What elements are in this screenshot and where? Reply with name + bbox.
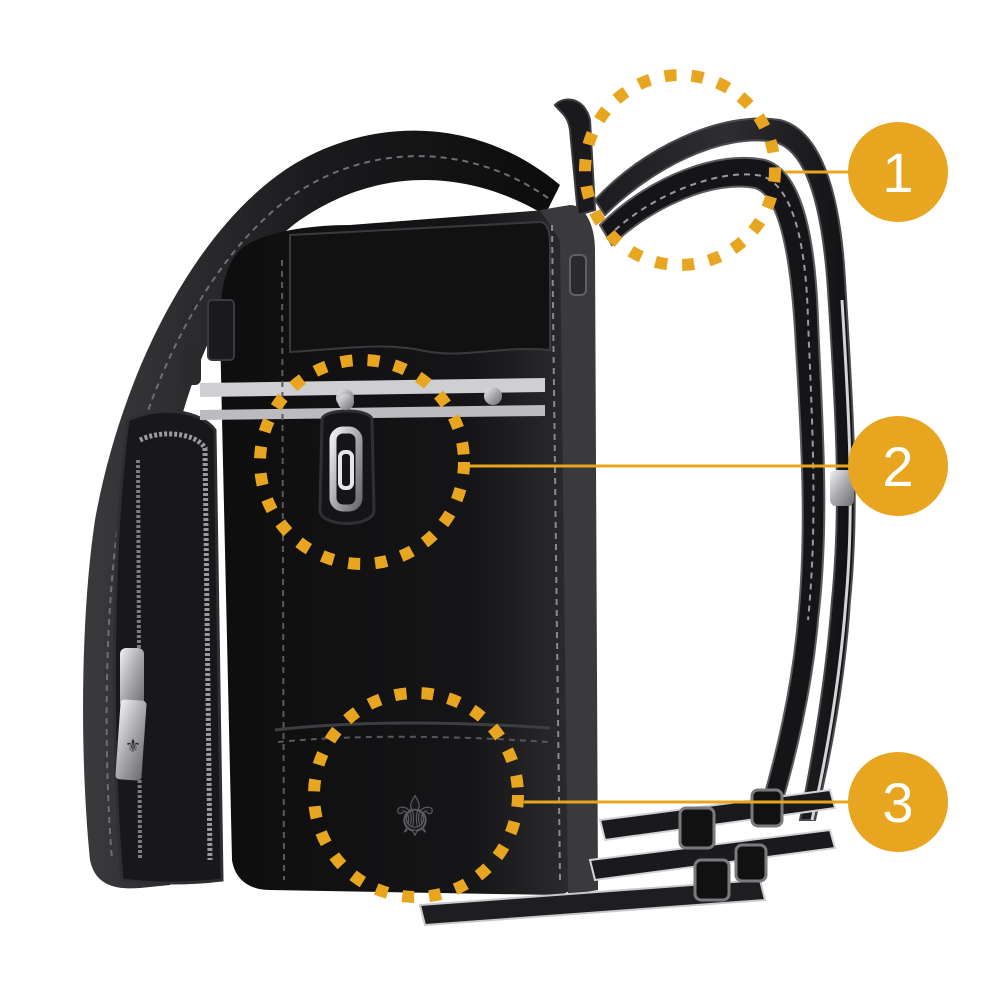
shoulder-straps <box>418 98 856 927</box>
callout-2: 2 <box>254 354 948 570</box>
rivet <box>484 387 502 405</box>
flap-edge-stitch <box>105 155 549 861</box>
strap-hook <box>569 254 587 296</box>
buckle <box>734 843 768 883</box>
front-flap <box>83 130 561 889</box>
callout-highlight-ring <box>579 69 781 271</box>
callout-highlight-ring <box>308 687 524 903</box>
buckle <box>678 806 716 850</box>
top-handle <box>553 98 597 217</box>
buckle <box>750 788 784 828</box>
side-hook <box>183 345 201 385</box>
reflective-band <box>200 378 545 397</box>
callout-1: 1 <box>579 69 948 271</box>
body-stitch <box>281 259 285 881</box>
strap-hook <box>830 470 854 506</box>
callout-badge-label: 2 <box>882 435 913 498</box>
fleur-de-lis-emblem: ⚜ <box>391 785 439 848</box>
callout-3: 3 <box>308 687 948 903</box>
back-panel-edge <box>540 205 598 895</box>
side-pocket <box>112 409 224 885</box>
zipper-pull: ⚜ <box>115 648 147 781</box>
top-panel <box>289 220 551 355</box>
svg-text:⚜: ⚜ <box>125 736 141 757</box>
callout-badge <box>848 752 948 852</box>
callout-highlight-ring <box>254 354 470 570</box>
clasp-lock <box>318 394 376 525</box>
lower-strap <box>598 788 837 842</box>
backpack: ⚜ ⚜ <box>83 130 598 895</box>
shoulder-strap-outer <box>593 117 856 821</box>
bottom-seam <box>274 721 551 732</box>
callout-badge <box>848 122 948 222</box>
lower-strap <box>418 878 767 927</box>
buckle <box>693 858 731 902</box>
callout-badge <box>848 416 948 516</box>
side-hook <box>207 299 235 361</box>
reflective-strap-line <box>810 299 852 821</box>
lower-strap <box>588 828 837 882</box>
pocket-zipper-track <box>138 431 213 861</box>
callout-badge-label: 1 <box>882 141 913 204</box>
callout-badge-label: 3 <box>882 771 913 834</box>
